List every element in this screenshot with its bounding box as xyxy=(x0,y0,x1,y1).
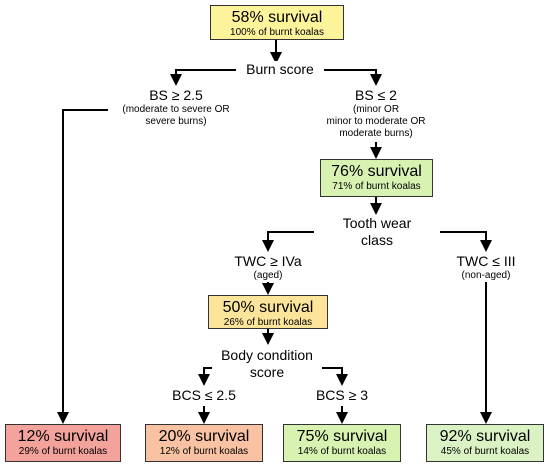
after-burn-node: 76% survival 71% of burnt koalas xyxy=(320,159,433,197)
bs-high-rule: BS ≥ 2.5 xyxy=(149,87,203,103)
aged-node: 50% survival 26% of burnt koalas xyxy=(208,295,328,329)
bs-low-branch: BS ≤ 2 (minor OR minor to moderate OR mo… xyxy=(314,87,438,140)
outcome-share: 12% of burnt koalas xyxy=(159,446,249,457)
connector-tooth-non-aged xyxy=(440,231,492,252)
bs-high-branch: BS ≥ 2.5 (moderate to severe OR severe b… xyxy=(108,87,244,128)
connector-bs-high-outcome xyxy=(57,109,130,424)
connector-bcs-high xyxy=(322,367,348,386)
bs-high-desc-2: severe burns) xyxy=(145,116,207,127)
tooth-wear-label: Tooth wear class xyxy=(314,215,440,249)
root-node: 58% survival 100% of burnt koalas xyxy=(210,5,344,40)
twc-non-aged-branch: TWC ≤ III (non-aged) xyxy=(440,253,532,282)
bs-low-rule: BS ≤ 2 xyxy=(355,87,397,103)
body-condition-label: Body condition score xyxy=(212,347,322,381)
outcome-box-bcs-high: 75% survival 14% of burnt koalas xyxy=(283,424,401,462)
outcome-box-non-aged: 92% survival 45% of burnt koalas xyxy=(426,424,544,462)
after-burn-share: 71% of burnt koalas xyxy=(332,181,421,192)
twc-non-aged-desc: (non-aged) xyxy=(461,270,511,281)
connector-burn-high xyxy=(170,69,236,86)
twc-non-aged-rule: TWC ≤ III xyxy=(456,253,516,269)
bcs-low-rule: BCS ≤ 2.5 xyxy=(172,387,236,403)
twc-aged-desc: (aged) xyxy=(253,270,283,281)
aged-survival: 50% survival xyxy=(222,299,314,316)
outcome-share: 45% of burnt koalas xyxy=(440,446,530,457)
connector-tooth-aged xyxy=(262,231,314,252)
connector-burn-low xyxy=(324,69,382,86)
outcome-box-bcs-low: 20% survival 12% of burnt koalas xyxy=(145,424,263,462)
outcome-survival: 75% survival xyxy=(296,428,388,445)
outcome-share: 14% of burnt koalas xyxy=(297,446,387,457)
outcome-share: 29% of burnt koalas xyxy=(18,446,108,457)
bs-low-desc-1: (minor OR xyxy=(352,104,400,115)
aged-share: 26% of burnt koalas xyxy=(223,317,313,328)
outcome-survival: 20% survival xyxy=(158,428,250,445)
bcs-high-branch: BCS ≥ 3 xyxy=(304,387,380,404)
twc-aged-rule: TWC ≥ IVa xyxy=(234,253,302,269)
connector-bcs-low xyxy=(198,367,212,386)
bs-low-desc-2: minor to moderate OR xyxy=(326,116,426,127)
bcs-low-branch: BCS ≤ 2.5 xyxy=(158,387,250,404)
bs-low-desc-3: moderate burns) xyxy=(339,128,413,139)
burn-score-label: Burn score xyxy=(236,61,324,78)
bs-high-desc-1: (moderate to severe OR xyxy=(122,104,230,115)
outcome-survival: 12% survival xyxy=(17,428,109,445)
outcome-box-bs-high: 12% survival 29% of burnt koalas xyxy=(5,424,121,462)
after-burn-survival: 76% survival xyxy=(331,163,422,180)
bcs-high-rule: BCS ≥ 3 xyxy=(315,387,369,403)
outcome-survival: 92% survival xyxy=(439,428,531,445)
root-share: 100% of burnt koalas xyxy=(230,27,324,38)
root-survival: 58% survival xyxy=(231,9,323,26)
twc-aged-branch: TWC ≥ IVa (aged) xyxy=(218,253,318,282)
